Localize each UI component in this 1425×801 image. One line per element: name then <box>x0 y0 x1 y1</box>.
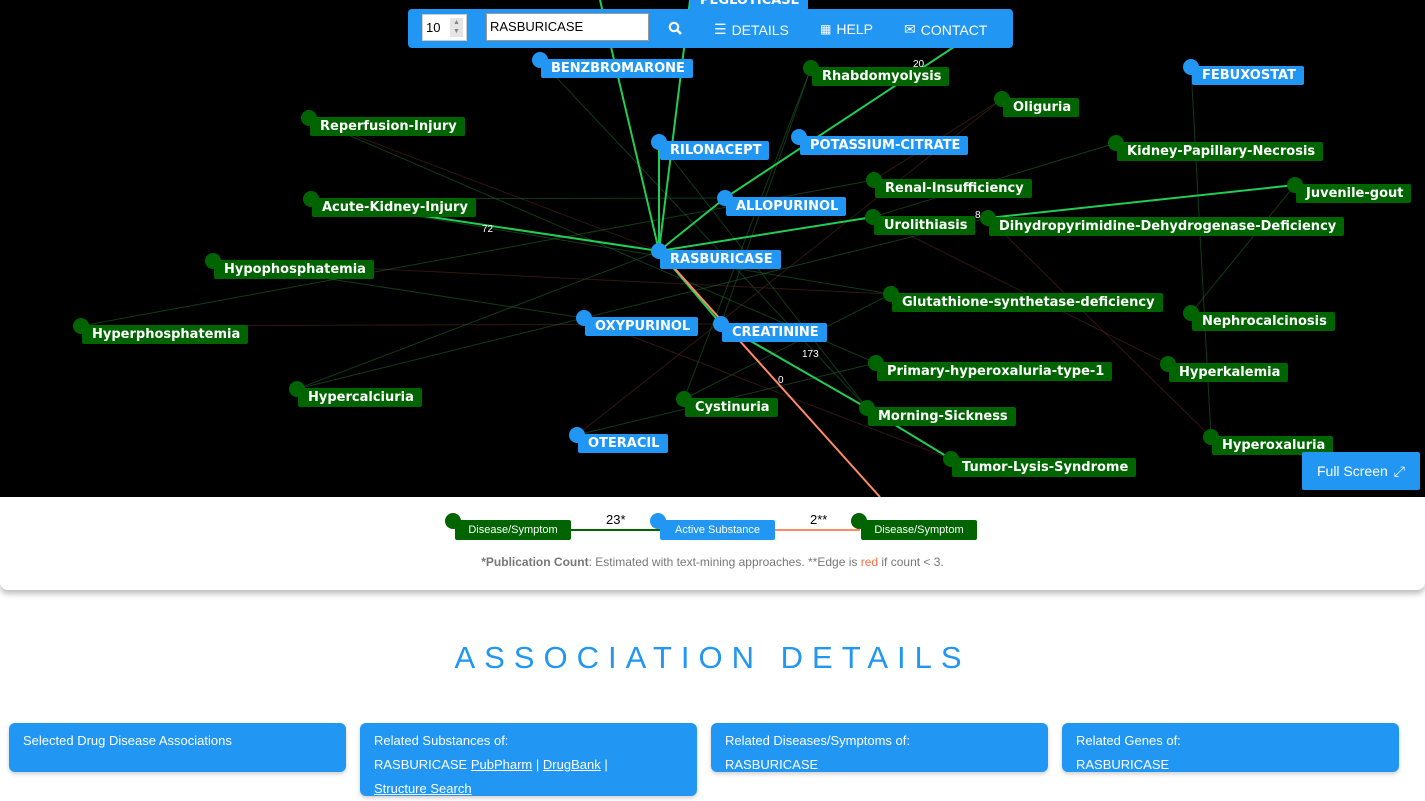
faint-edge <box>987 217 1212 438</box>
disease-node[interactable]: Urolithiasis <box>874 216 976 235</box>
disease-node[interactable]: Oliguria <box>1003 98 1080 117</box>
substance-node[interactable]: FEBUXOSTAT <box>1192 66 1304 85</box>
legend-disease-left: Disease/Symptom <box>455 520 571 540</box>
edge-count-label: 72 <box>482 224 494 235</box>
edge-count-label: 8 <box>975 210 981 221</box>
legend-count-left: 23* <box>606 512 626 527</box>
edge-count-label: 0 <box>778 375 784 386</box>
legend-substance: Active Substance <box>660 520 775 540</box>
card-related-substances: Related Substances of: RASBURICASE PubPh… <box>360 723 697 796</box>
edge-strong <box>658 216 874 252</box>
list-icon: ☰ <box>714 21 727 37</box>
faint-edge <box>720 67 812 325</box>
faint-edge <box>872 216 1169 365</box>
expand-icon: ⤢ <box>1393 462 1405 479</box>
disease-node[interactable]: Hyperkalemia <box>1169 363 1289 382</box>
search-icon <box>668 21 682 35</box>
faint-edge <box>658 141 868 409</box>
substance-node[interactable]: ALLOPURINOL <box>726 197 847 216</box>
edge-count-label: 173 <box>802 349 819 360</box>
disease-node[interactable]: Morning-Sickness <box>868 407 1016 426</box>
card-related-genes: Related Genes of:RASBURICASE <box>1062 723 1399 772</box>
disease-node[interactable]: Hypophosphatemia <box>214 260 374 279</box>
faint-edge <box>308 117 660 252</box>
faint-edge <box>1190 184 1296 314</box>
faint-edge <box>296 217 989 390</box>
help-button[interactable]: ▦HELP <box>820 21 873 37</box>
disease-node[interactable]: Reperfusion-Injury <box>310 117 465 136</box>
contact-button[interactable]: ✉CONTACT <box>904 21 988 38</box>
fullscreen-button[interactable]: Full Screen⤢ <box>1302 452 1420 490</box>
search-input[interactable]: RASBURICASE <box>486 13 649 41</box>
faint-edge <box>683 293 892 400</box>
faint-edge <box>683 67 812 400</box>
substance-node[interactable]: POTASSIUM-CITRATE <box>800 136 969 155</box>
disease-node[interactable]: Nephrocalcinosis <box>1192 312 1335 331</box>
details-button[interactable]: ☰DETAILS <box>714 21 789 38</box>
graph-legend: Disease/Symptom 23* Active Substance 2**… <box>0 497 1425 590</box>
substance-node[interactable]: OTERACIL <box>578 434 668 453</box>
disease-node[interactable]: Kidney-Papillary-Necrosis <box>1117 142 1324 161</box>
pubpharm-link[interactable]: PubPharm <box>470 757 533 772</box>
disease-node[interactable]: Acute-Kidney-Injury <box>312 198 476 217</box>
disease-node[interactable]: Hypercalciuria <box>298 388 422 407</box>
search-button[interactable] <box>668 21 682 35</box>
grid-icon: ▦ <box>820 22 832 36</box>
disease-node[interactable]: Cystinuria <box>685 398 778 417</box>
disease-node[interactable]: Hyperoxaluria <box>1212 436 1334 455</box>
disease-node[interactable]: Glutathione-synthetase-deficiency <box>892 293 1163 312</box>
disease-node[interactable]: Dihydropyrimidine-Dehydrogenase-Deficien… <box>989 217 1345 236</box>
substance-node[interactable]: BENZBROMARONE <box>541 59 693 78</box>
disease-node[interactable]: Rhabdomyolysis <box>812 67 950 86</box>
legend-note: *Publication Count: Estimated with text-… <box>481 555 944 569</box>
toolbar: 10▲▼ RASBURICASE ☰DETAILS ▦HELP ✉CONTACT <box>408 9 1013 48</box>
edge-weak <box>658 250 881 497</box>
legend-disease-right: Disease/Symptom <box>861 520 977 540</box>
disease-node[interactable]: Hyperphosphatemia <box>82 325 249 344</box>
faint-edge <box>296 250 660 390</box>
substance-node[interactable]: RASBURICASE <box>660 250 781 269</box>
card-related-diseases: Related Diseases/Symptoms of:RASBURICASE <box>711 723 1048 772</box>
disease-node[interactable]: Primary-hyperoxaluria-type-1 <box>877 362 1113 381</box>
edge-strong <box>658 197 726 252</box>
substance-node[interactable]: PEGLOTICASE <box>690 0 808 10</box>
disease-node[interactable]: Renal-Insufficiency <box>875 179 1032 198</box>
drugbank-link[interactable]: DrugBank <box>542 757 601 772</box>
network-graph[interactable]: 72 173 0 8 20 PEGLOTICASE BENZBROMARONE Rhabdo… <box>0 0 1425 497</box>
section-title: ASSOCIATION DETAILS <box>454 640 971 675</box>
card-selected-associations: Selected Drug Disease Associations <box>9 723 346 772</box>
faint-edge <box>583 317 952 460</box>
faint-edge <box>576 98 1003 436</box>
stepper-arrows-icon[interactable]: ▲▼ <box>450 18 463 37</box>
edge-count-label: 20 <box>913 59 925 70</box>
substance-node[interactable]: RILONACEPT <box>660 141 770 160</box>
result-count-stepper[interactable]: 10▲▼ <box>422 14 467 41</box>
disease-node[interactable]: Juvenile-gout <box>1296 184 1412 203</box>
substance-node[interactable]: CREATININE <box>722 323 827 342</box>
structure-search-link[interactable]: Structure Search <box>374 781 472 796</box>
substance-node[interactable]: OXYPURINOL <box>585 317 699 336</box>
faint-edge <box>539 59 868 409</box>
envelope-icon: ✉ <box>904 21 916 37</box>
edge-strong <box>987 184 1296 219</box>
legend-count-right: 2** <box>810 512 828 527</box>
disease-node[interactable]: Tumor-Lysis-Syndrome <box>952 458 1137 477</box>
